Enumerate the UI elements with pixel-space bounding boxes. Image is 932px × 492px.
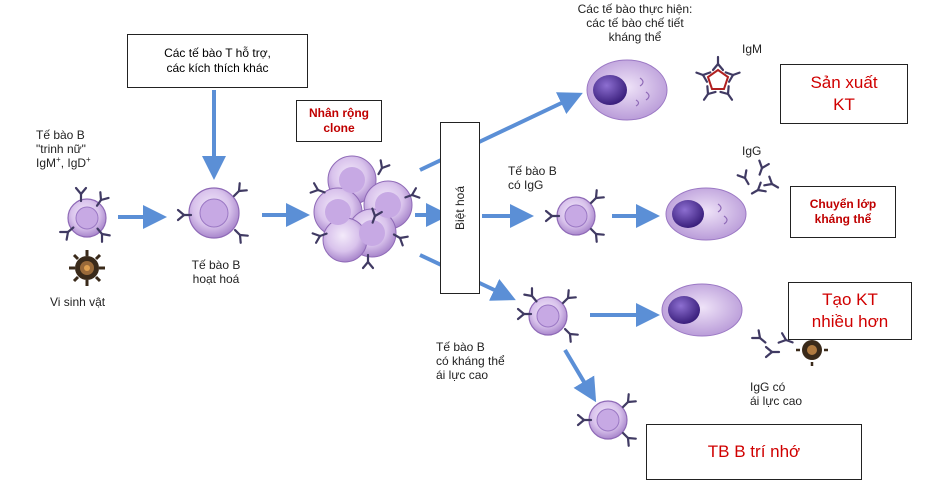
clonal-expansion-box: Nhân rộng clone — [296, 100, 382, 142]
effector-line3: kháng thể — [608, 30, 662, 44]
more-line1: Tạo KT — [822, 290, 878, 309]
igm-marker: IgM — [36, 156, 57, 170]
igg-hi-line2: ái lực cao — [750, 394, 803, 408]
effector-line1: Các tế bào thực hiện: — [577, 2, 693, 16]
activated-b-cell — [176, 182, 249, 244]
effector-line2: các tế bào chế tiết — [586, 16, 684, 30]
activated-b-line1: Tế bào B — [191, 258, 241, 272]
produce-antibody-box: Sản xuất KT — [780, 64, 908, 124]
helper-t-line1: Các tế bào T hỗ trợ, — [164, 46, 271, 60]
igg-b-line2: có IgG — [508, 178, 544, 192]
hiaff-line1: Tế bào B — [436, 340, 485, 354]
class-switch-line1: Chuyển lớp — [809, 197, 877, 211]
high-affinity-b-label: Tế bào B có kháng thể ái lực cao — [436, 340, 505, 382]
microbe-label: Vi sinh vật — [50, 295, 106, 309]
memory-b-cell — [576, 393, 637, 447]
hiaff-line3: ái lực cao — [436, 368, 489, 382]
more-line2: nhiều hơn — [811, 312, 889, 331]
clonal-cells — [309, 155, 421, 270]
hiaff-line2: có kháng thể — [436, 354, 505, 368]
igg-high-affinity-label: IgG có ái lực cao — [750, 380, 802, 408]
produce-line2: KT — [833, 95, 855, 114]
arrow-hiaff-to-memory — [563, 348, 597, 403]
naive-b-cell — [59, 186, 111, 243]
igm-label: IgM — [742, 42, 763, 56]
effector-label: Các tế bào thực hiện: các tế bào chế tiế… — [540, 2, 730, 44]
microbe-icon — [69, 250, 105, 286]
helper-t-box: Các tế bào T hỗ trợ, các kích thích khác — [127, 34, 308, 88]
class-switch-box: Chuyển lớp kháng thể — [790, 186, 896, 238]
more-antibody-box: Tạo KT nhiều hơn — [788, 282, 912, 340]
igg-label: IgG — [742, 144, 762, 158]
igg-b-cell — [544, 189, 605, 243]
produce-line1: Sản xuất — [810, 73, 878, 92]
memory-b-label: TB B trí nhớ — [707, 442, 801, 461]
clonal-line1: Nhân rộng — [309, 106, 369, 120]
igm-pentamer-icon — [693, 55, 743, 104]
naive-b-label-line2: "trinh nữ" — [36, 142, 86, 156]
class-switch-line2: kháng thể — [814, 212, 872, 226]
memory-b-box: TB B trí nhớ — [646, 424, 862, 480]
helper-t-line2: các kích thích khác — [166, 61, 269, 75]
activated-b-line2: hoạt hoá — [192, 272, 240, 286]
differentiation-box: Biệt hoá — [440, 122, 480, 294]
activated-b-label: Tế bào B hoạt hoá — [176, 258, 256, 286]
igg-plasma-cell — [665, 187, 747, 241]
naive-b-label: Tế bào B "trinh nữ" IgM+, IgD+ — [36, 128, 91, 170]
naive-b-label-line1: Tế bào B — [36, 128, 85, 142]
effector-plasma-cell — [586, 59, 668, 121]
clonal-line2: clone — [323, 121, 355, 135]
igg-b-label: Tế bào B có IgG — [508, 164, 557, 192]
igg-b-line1: Tế bào B — [508, 164, 557, 178]
high-affinity-plasma-cell — [661, 283, 743, 337]
high-affinity-b-cell — [516, 287, 579, 343]
igg-hi-line1: IgG có — [750, 380, 786, 394]
igg-antibodies-icon — [736, 159, 782, 199]
igd-marker: , IgD — [60, 156, 87, 170]
differentiation-label: Biệt hoá — [453, 185, 467, 231]
naive-b-label-line3: IgM+, IgD+ — [36, 155, 91, 171]
